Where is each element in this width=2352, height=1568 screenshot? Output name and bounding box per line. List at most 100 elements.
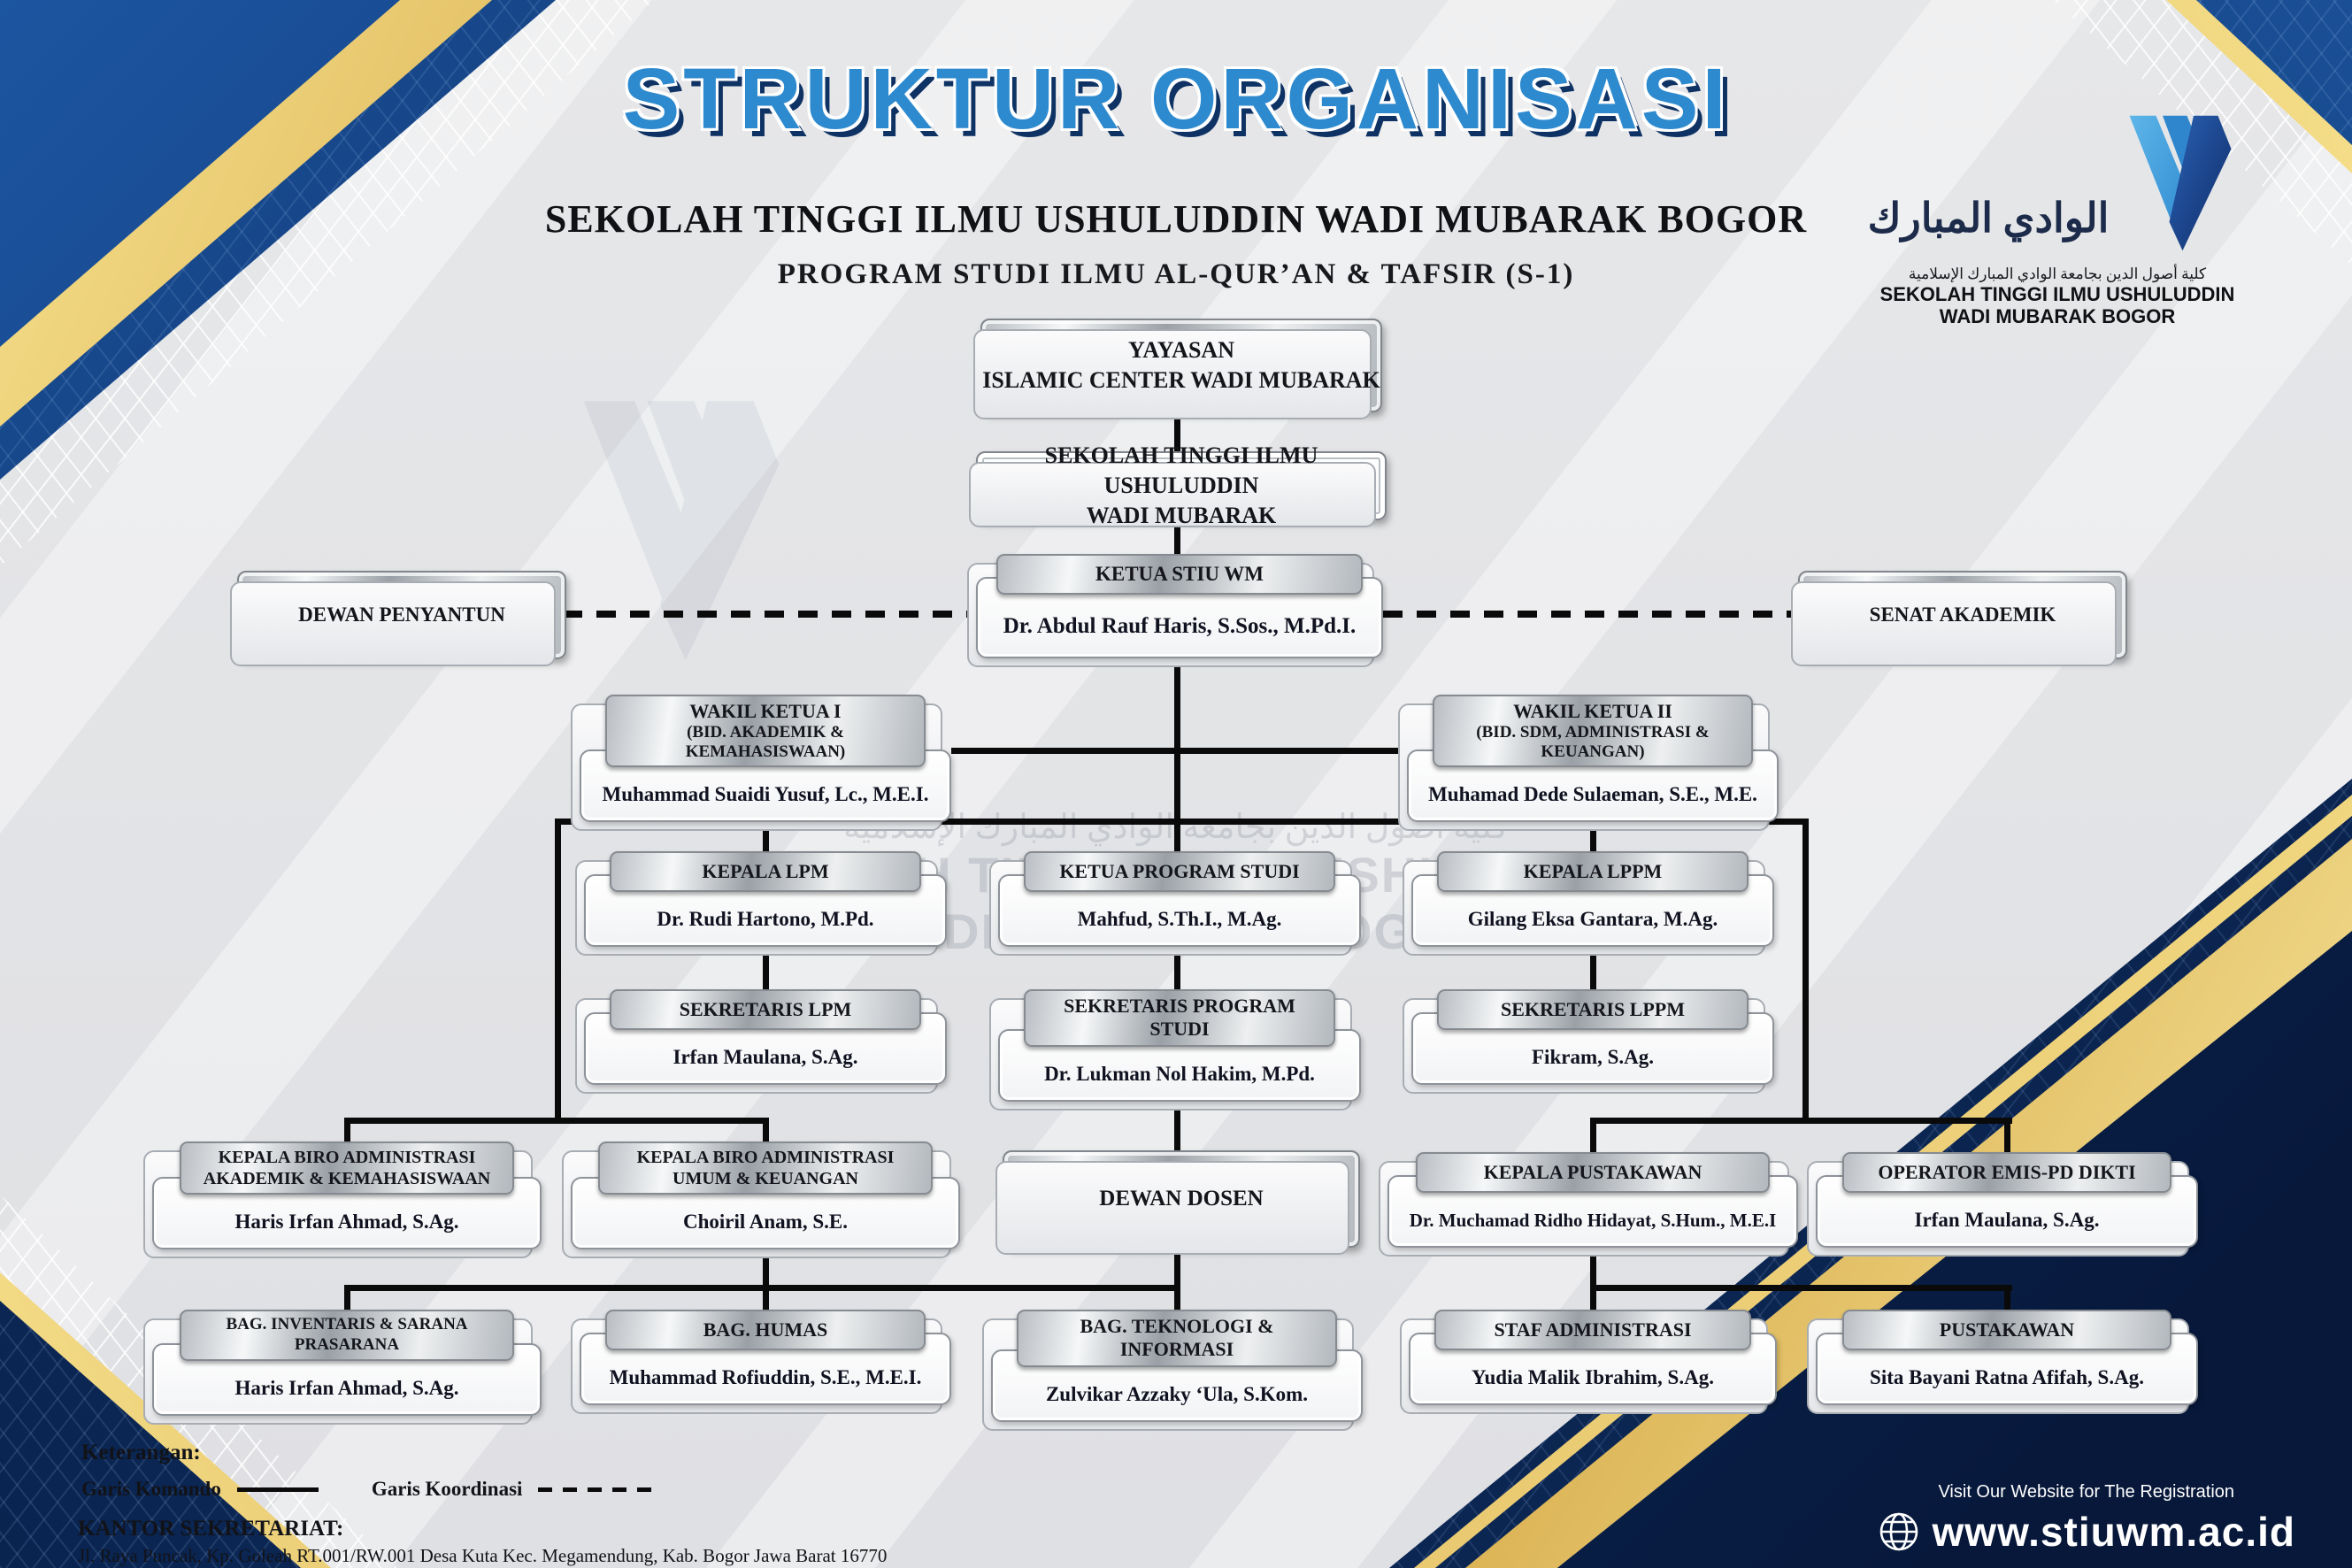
connector — [951, 748, 1407, 754]
staf-administrasi-title: STAF ADMINISTRASI — [1494, 1318, 1692, 1341]
org-node-ketua: KETUA STIU WM Dr. Abdul Rauf Haris, S.So… — [976, 554, 1383, 658]
org-node-kepala-pustakawan: KEPALA PUSTAKAWAN Dr. Muchamad Ridho Hid… — [1387, 1152, 1798, 1248]
legend-dashed-label: Garis Koordinasi — [371, 1478, 523, 1500]
page-title: STRUKTUR ORGANISASI — [622, 50, 1730, 147]
wakil1-title2: (BID. AKADEMIK & KEMAHASISWAAN) — [685, 723, 846, 762]
connector — [763, 1251, 769, 1288]
kepala-pustakawan-title: KEPALA PUSTAKAWAN — [1483, 1160, 1703, 1183]
website-url[interactable]: www.stiuwm.ac.id — [1932, 1509, 2295, 1555]
org-box-dewan-dosen: DEWAN DOSEN — [1003, 1150, 1360, 1248]
org-box-senat-akademik: SENAT AKADEMIK — [1798, 571, 2127, 659]
wakil2-title2: (BID. SDM, ADMINISTRASI & KEUANGAN) — [1476, 723, 1710, 762]
connector — [2004, 1118, 2010, 1157]
connector — [1590, 1118, 1596, 1157]
org-node-bag-humas: BAG. HUMAS Muhammad Rofiuddin, S.E., M.E… — [580, 1310, 951, 1405]
program-title: PROGRAM STUDI ILMU AL-QUR’AN & TAFSIR (S… — [777, 258, 1575, 290]
org-node-ketua-program-studi: KETUA PROGRAM STUDI Mahfud, S.Th.I., M.A… — [998, 851, 1361, 947]
org-node-kepala-lpm: KEPALA LPM Dr. Rudi Hartono, M.Pd. — [584, 851, 947, 947]
legend-dashed-line-sample — [538, 1487, 663, 1492]
connector — [763, 1118, 769, 1146]
website-footer: Visit Our Website for The Registration w… — [1878, 1482, 2295, 1556]
legend-solid-label: Garis Komando — [81, 1478, 221, 1500]
org-node-staf-administrasi: STAF ADMINISTRASI Yudia Malik Ibrahim, S… — [1409, 1310, 1777, 1405]
ketua-title: KETUA STIU WM — [1095, 563, 1264, 586]
wakil2-title1: WAKIL KETUA II — [1513, 700, 1672, 722]
logo-name-line2: WADI MUBARAK BOGOR — [1939, 305, 2176, 328]
org-node-sekretaris-program-studi: SEKRETARIS PROGRAM STUDI Dr. Lukman Nol … — [998, 989, 1361, 1102]
website-note: Visit Our Website for The Registration — [1938, 1482, 2235, 1502]
logo-mark-icon — [2129, 115, 2232, 251]
connector — [555, 819, 561, 1124]
biro-akademik-title1: KEPALA BIRO ADMINISTRASI — [218, 1148, 476, 1167]
connector — [763, 1285, 769, 1313]
org-node-wakil-ketua-1: WAKIL KETUA I (BID. AKADEMIK & KEMAHASIS… — [580, 695, 951, 823]
kepala-lpm-title: KEPALA LPM — [702, 859, 829, 882]
connector — [1590, 1118, 2012, 1124]
connector — [1174, 1285, 1180, 1313]
legend-solid-line-sample — [236, 1487, 319, 1492]
connector — [1174, 651, 1180, 857]
org-box-dewan-penyantun: DEWAN PENYANTUN — [237, 571, 566, 659]
org-node-biro-umum: KEPALA BIRO ADMINISTRASI UMUM & KEUANGAN… — [571, 1141, 960, 1249]
stiu-line1: SEKOLAH TINGGI ILMU USHULUDDIN — [1044, 442, 1318, 499]
connector — [763, 947, 769, 993]
connector — [1174, 1085, 1180, 1154]
connector — [1174, 515, 1180, 556]
biro-umum-title2: UMUM & KEUANGAN — [673, 1169, 858, 1188]
connector — [1174, 947, 1180, 993]
logo-arabic-calligraphy: الوادي المبارك — [1867, 196, 2110, 241]
org-node-biro-akademik: KEPALA BIRO ADMINISTRASI AKADEMIK & KEMA… — [152, 1141, 542, 1249]
globe-icon — [1879, 1512, 1918, 1551]
org-box-yayasan: YAYASAN ISLAMIC CENTER WADI MUBARAK — [980, 319, 1382, 412]
bag-humas-title: BAG. HUMAS — [703, 1318, 828, 1341]
office-footer: KANTOR SEKRETARIAT: Jl. Raya Puncak, Kp.… — [78, 1517, 887, 1567]
connector — [344, 1285, 1180, 1291]
org-node-bag-inventaris: BAG. INVENTARIS & SARANA PRASARANA Haris… — [152, 1310, 542, 1416]
biro-umum-title1: KEPALA BIRO ADMINISTRASI — [636, 1148, 895, 1167]
ketua-prodi-title: KETUA PROGRAM STUDI — [1059, 859, 1300, 882]
org-node-kepala-lppm: KEPALA LPPM Gilang Eksa Gantara, M.Ag. — [1411, 851, 1774, 947]
org-node-pustakawan: PUSTAKAWAN Sita Bayani Ratna Afifah, S.A… — [1816, 1310, 2198, 1405]
coordination-connector — [563, 611, 976, 618]
bag-teknologi-title: BAG. TEKNOLOGI & INFORMASI — [1080, 1315, 1274, 1361]
operator-emis-title: OPERATOR EMIS-PD DIKTI — [1878, 1160, 2136, 1183]
senat-akademik-title: SENAT AKADEMIK — [1869, 603, 2056, 626]
legend: Keterangan: Garis Komando Garis Koordina… — [81, 1441, 663, 1501]
connector — [1802, 819, 1809, 1124]
biro-akademik-title2: AKADEMIK & KEMAHASISWAAN — [203, 1169, 491, 1188]
logo-name-line1: SEKOLAH TINGGI ILMU USHULUDDIN — [1879, 283, 2235, 305]
sekretaris-lpm-title: SEKRETARIS LPM — [679, 997, 852, 1020]
connector — [344, 1118, 766, 1124]
connector — [555, 819, 1809, 825]
wakil1-title1: WAKIL KETUA I — [689, 700, 842, 722]
dewan-penyantun-title: DEWAN PENYANTUN — [298, 603, 505, 626]
org-node-sekretaris-lpm: SEKRETARIS LPM Irfan Maulana, S.Ag. — [584, 989, 947, 1085]
connector — [1590, 1285, 2012, 1291]
stiu-line2: WADI MUBARAK — [1086, 502, 1277, 528]
connector — [763, 819, 769, 854]
sekretaris-lppm-title: SEKRETARIS LPPM — [1500, 997, 1685, 1020]
connector — [1174, 1246, 1180, 1288]
coordination-connector — [1383, 611, 1799, 618]
bag-inventaris-title: BAG. INVENTARIS & SARANA PRASARANA — [226, 1315, 468, 1354]
kepala-lppm-title: KEPALA LPPM — [1523, 859, 1663, 882]
dewan-dosen-title: DEWAN DOSEN — [1099, 1187, 1264, 1211]
org-node-bag-teknologi: BAG. TEKNOLOGI & INFORMASI Zulvikar Azza… — [991, 1310, 1363, 1422]
institution-logo-block: الوادي المبارك كلية أصول الدين بجامعة ال… — [1849, 96, 2265, 328]
pustakawan-title: PUSTAKAWAN — [1939, 1318, 2075, 1341]
yayasan-line1: YAYASAN — [1128, 337, 1234, 364]
sekretaris-prodi-title: SEKRETARIS PROGRAM STUDI — [1064, 995, 1295, 1041]
org-node-operator-emis: OPERATOR EMIS-PD DIKTI Irfan Maulana, S.… — [1816, 1152, 2198, 1248]
watermark-logo-mark — [583, 401, 780, 660]
connector — [344, 1118, 350, 1146]
connector — [1174, 409, 1180, 453]
office-address: Jl. Raya Puncak, Kp. Goleah RT.001/RW.00… — [78, 1545, 888, 1566]
page-subtitle: SEKOLAH TINGGI ILMU USHULUDDIN WADI MUBA… — [544, 197, 1808, 241]
org-node-wakil-ketua-2: WAKIL KETUA II (BID. SDM, ADMINISTRASI &… — [1407, 695, 1779, 823]
logo-arabic-line: كلية أصول الدين بجامعة الوادي المبارك ال… — [1908, 265, 2207, 282]
yayasan-line2: ISLAMIC CENTER WADI MUBARAK — [982, 367, 1380, 393]
org-node-sekretaris-lppm: SEKRETARIS LPPM Fikram, S.Ag. — [1411, 989, 1774, 1085]
org-box-stiu: SEKOLAH TINGGI ILMU USHULUDDIN WADI MUBA… — [976, 442, 1387, 528]
office-heading: KANTOR SEKRETARIAT: — [78, 1517, 344, 1541]
